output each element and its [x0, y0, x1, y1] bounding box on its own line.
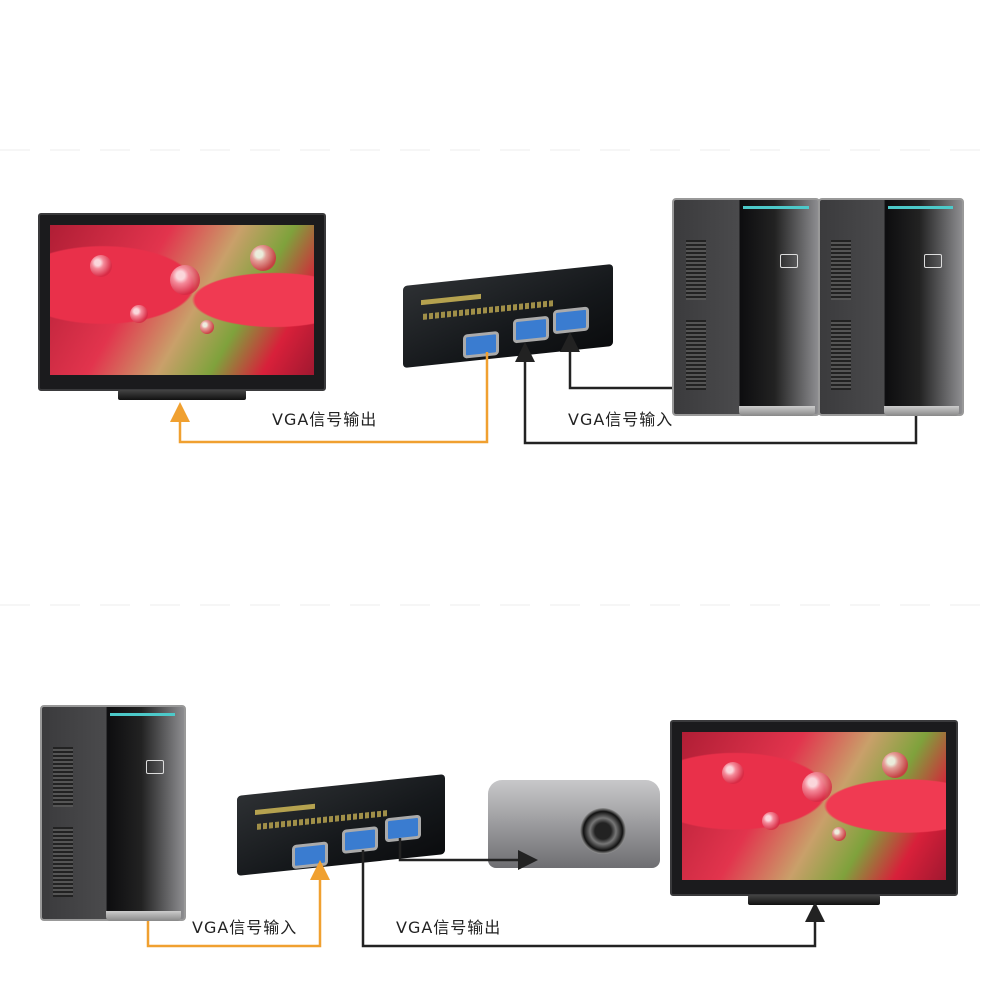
monitor-bottom: [670, 720, 958, 896]
input-cable-bottom: [146, 860, 330, 948]
input-cable-top-2: [515, 342, 918, 445]
monitor-top: [38, 213, 326, 391]
monitor-stand: [748, 895, 880, 905]
desktop-pc-1: [672, 198, 820, 416]
monitor-screen: [682, 732, 946, 880]
output-cable-monitor: [361, 850, 825, 948]
vga-output-label-top: VGA信号输出: [272, 410, 378, 429]
monitor-stand: [118, 390, 246, 400]
projector: [488, 780, 660, 868]
input-cable-top-1: [560, 332, 672, 390]
monitor-screen: [50, 225, 314, 375]
output-cable-projector: [398, 838, 538, 870]
desktop-pc-bottom: [40, 705, 186, 921]
vga-input-label-bottom: VGA信号输入: [192, 918, 298, 937]
desktop-pc-2: [818, 198, 964, 416]
vga-input-label-top: VGA信号输入: [568, 410, 674, 429]
vga-output-label-bottom: VGA信号输出: [396, 918, 502, 937]
output-cable-top: [170, 352, 489, 444]
